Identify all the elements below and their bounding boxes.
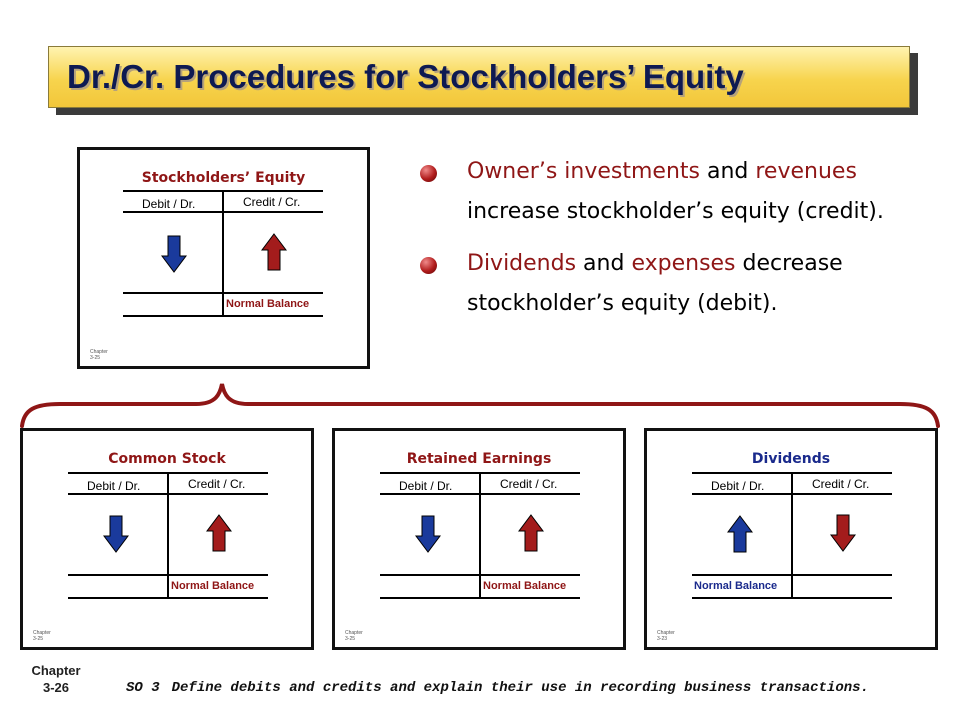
credit-label: Credit / Cr. [500, 477, 558, 491]
bullet-item: Owner’s investments and revenues increas… [420, 152, 920, 232]
debit-label: Debit / Dr. [399, 479, 453, 493]
title-banner: Dr./Cr. Procedures for Stockholders’ Equ… [48, 46, 910, 108]
t-account-top-line [123, 190, 323, 192]
slide-footer-chapter: Chapter [345, 630, 363, 636]
debit-label: Debit / Dr. [711, 479, 765, 493]
slide-footer-page: 3-25 [33, 636, 44, 642]
t-account-bottom-line [68, 597, 268, 599]
debit-arrow-icon [161, 235, 187, 273]
t-account-divider [167, 474, 169, 598]
t-account-top-line [68, 472, 268, 474]
bullet-plain: and [699, 159, 756, 184]
bullet-plain: decrease stockholder’s equity (debit). [467, 251, 843, 316]
slide-footer-chapter: Chapter [90, 349, 108, 355]
chapter-label: Chapter 3-26 [24, 662, 88, 696]
debit-label: Debit / Dr. [87, 479, 141, 493]
t-account-divider [479, 474, 481, 598]
slide-footer: Chapter 3-25 [90, 349, 108, 361]
page-title: Dr./Cr. Procedures for Stockholders’ Equ… [67, 58, 744, 95]
bullet-dot-icon [420, 257, 437, 274]
bullet-plain: and [576, 251, 632, 276]
t-account-bottom-line [380, 597, 580, 599]
t-account-heading: Common Stock [108, 451, 226, 467]
credit-arrow-icon [518, 514, 544, 552]
study-objective-code: SO 3 [126, 680, 160, 696]
t-account-top-line [380, 472, 580, 474]
dividends-t-account: Dividends Debit / Dr. Credit / Cr. Norma… [644, 428, 938, 650]
slide-footer-page: 3-23 [657, 636, 668, 642]
debit-arrow-icon [415, 515, 441, 553]
credit-label: Credit / Cr. [188, 477, 246, 491]
chapter-number: 3-26 [42, 680, 70, 695]
t-account-balance-line [68, 574, 268, 576]
curly-brace [20, 383, 940, 428]
credit-label: Credit / Cr. [243, 195, 301, 209]
common-stock-t-account: Common Stock Debit / Dr. Credit / Cr. No… [20, 428, 314, 650]
bullet-text: Dividends and expenses decrease stockhol… [467, 251, 843, 316]
t-account-top-line [692, 472, 892, 474]
bullet-highlight: Owner’s investments [467, 159, 700, 184]
slide-footer-chapter: Chapter [657, 630, 675, 636]
normal-balance-label: Normal Balance [483, 580, 567, 592]
slide-footer: Chapter 3-25 [33, 630, 51, 642]
bullet-dot-icon [420, 165, 437, 182]
bullet-list: Owner’s investments and revenues increas… [420, 152, 920, 324]
bullet-highlight: revenues [755, 159, 857, 184]
t-account-divider [222, 192, 224, 316]
stockholders-equity-t-account: Stockholders’ Equity Debit / Dr. Credit … [77, 147, 370, 369]
bullet-plain: increase stockholder’s equity (credit). [467, 199, 884, 224]
t-account-divider [791, 474, 793, 598]
bullet-highlight: Dividends [467, 251, 577, 276]
bullet-text: Owner’s investments and revenues increas… [467, 159, 884, 224]
study-objective: SO 3 Define debits and credits and explai… [126, 680, 869, 696]
debit-label: Debit / Dr. [142, 197, 196, 211]
credit-label: Credit / Cr. [812, 477, 870, 491]
credit-arrow-icon [261, 233, 287, 271]
credit-arrow-icon [206, 514, 232, 552]
credit-arrow-icon [830, 514, 856, 552]
t-account-balance-line [123, 292, 323, 294]
slide-footer: Chapter 3-25 [345, 630, 363, 642]
t-account-heading: Dividends [751, 451, 831, 467]
normal-balance-label: Normal Balance [694, 580, 778, 592]
t-account-balance-line [380, 574, 580, 576]
bullet-item: Dividends and expenses decrease stockhol… [420, 244, 920, 324]
normal-balance-label: Normal Balance [226, 298, 310, 310]
slide-footer-page: 3-25 [90, 355, 101, 361]
normal-balance-label: Normal Balance [171, 580, 255, 592]
retained-earnings-t-account: Retained Earnings Debit / Dr. Credit / C… [332, 428, 626, 650]
t-account-heading: Stockholders’ Equity [141, 170, 306, 186]
t-account-heading: Retained Earnings [406, 451, 552, 467]
slide-footer-page: 3-25 [345, 636, 356, 642]
bullet-highlight: expenses [631, 251, 736, 276]
slide-footer: Chapter 3-23 [657, 630, 675, 642]
t-account-balance-line [692, 574, 892, 576]
debit-arrow-icon [103, 515, 129, 553]
t-account-bottom-line [692, 597, 892, 599]
chapter-label-text: Chapter [31, 663, 81, 678]
debit-arrow-icon [727, 515, 753, 553]
t-account-bottom-line [123, 315, 323, 317]
study-objective-text: Define debits and credits and explain th… [171, 680, 869, 696]
slide-footer-chapter: Chapter [33, 630, 51, 636]
